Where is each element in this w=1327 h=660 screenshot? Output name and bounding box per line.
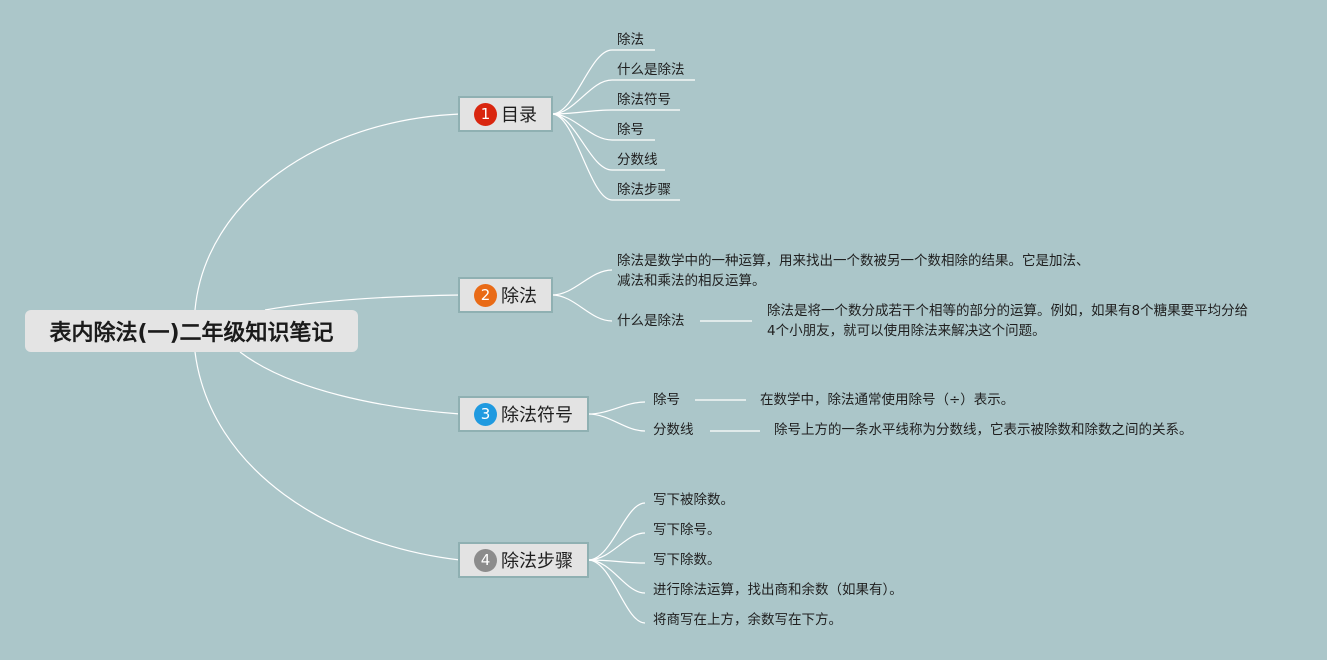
number-badge-1: 1 [474,102,497,126]
leaf-toc-3[interactable]: 除法符号 [617,92,671,108]
connector-b4-leaf-4 [587,559,646,594]
leaf-division-sign[interactable]: 除号 [653,392,680,408]
leaf-toc-6[interactable]: 除法步骤 [617,182,671,198]
branch-node-division-symbols[interactable]: 3 除法符号 [458,396,589,432]
connector-root-branch-3 [239,351,461,415]
connector-root-branch-4 [194,351,461,561]
leaf-toc-1[interactable]: 除法 [617,32,644,48]
branch-label-division-symbols: 除法符号 [501,405,573,426]
leaf-step-5[interactable]: 将商写在上方，余数写在下方。 [653,612,842,628]
number-badge-2: 2 [474,283,497,307]
connector-b4-leaf-5 [587,559,646,624]
what-is-division-desc-line-2: 4个小朋友，就可以使用除法来解决这个问题。 [767,323,1046,339]
connector-root-branch-1 [194,113,461,311]
division-definition[interactable]: 除法是数学中的一种运算，用来找出一个数被另一个数相除的结果。它是加法、 减法和乘… [617,251,1090,291]
division-sign-desc[interactable]: 在数学中，除法通常使用除号（÷）表示。 [760,392,1015,408]
connector-b4-leaf-3 [587,559,646,564]
connector-root-branch-2 [264,294,461,311]
branch-label-toc: 目录 [501,105,537,126]
connector-b1-leaf-3 [551,109,680,115]
what-is-division-desc-line-1: 除法是将一个数分成若干个相等的部分的运算。例如，如果有8个糖果要平均分给 [767,303,1249,319]
branch-node-division-steps[interactable]: 4 除法步骤 [458,542,589,578]
connector-b2-child-1 [551,269,613,296]
connector-b4-leaf-1 [587,502,646,561]
leaf-fraction-bar[interactable]: 分数线 [653,422,694,438]
division-definition-line-1: 除法是数学中的一种运算，用来找出一个数被另一个数相除的结果。它是加法、 [617,253,1090,269]
connector-b3-child-2 [587,413,646,432]
number-badge-3: 3 [474,402,497,426]
branch-node-division[interactable]: 2 除法 [458,277,553,313]
leaf-step-4[interactable]: 进行除法运算，找出商和余数（如果有）。 [653,582,903,598]
connector-b4-leaf-2 [587,532,646,561]
leaf-step-1[interactable]: 写下被除数。 [653,492,734,508]
leaf-step-3[interactable]: 写下除数。 [653,552,721,568]
branch-label-division-steps: 除法步骤 [501,551,573,572]
leaf-what-is-division[interactable]: 什么是除法 [617,313,685,329]
root-node-label: 表内除法(一)二年级知识笔记 [49,321,334,346]
leaf-toc-5[interactable]: 分数线 [617,152,658,168]
branch-label-division: 除法 [501,286,537,307]
leaf-toc-4[interactable]: 除号 [617,122,644,138]
fraction-bar-desc[interactable]: 除号上方的一条水平线称为分数线，它表示被除数和除数之间的关系。 [774,422,1193,438]
connector-b2-child-2 [551,294,613,322]
leaf-toc-2[interactable]: 什么是除法 [617,62,685,78]
division-definition-line-2: 减法和乘法的相反运算。 [617,273,766,289]
branch-node-toc[interactable]: 1 目录 [458,96,553,132]
what-is-division-desc[interactable]: 除法是将一个数分成若干个相等的部分的运算。例如，如果有8个糖果要平均分给 4个小… [767,301,1248,341]
root-node[interactable]: 表内除法(一)二年级知识笔记 [25,310,358,352]
leaf-step-2[interactable]: 写下除号。 [653,522,721,538]
number-badge-4: 4 [474,548,497,572]
connector-b3-child-1 [587,401,646,415]
